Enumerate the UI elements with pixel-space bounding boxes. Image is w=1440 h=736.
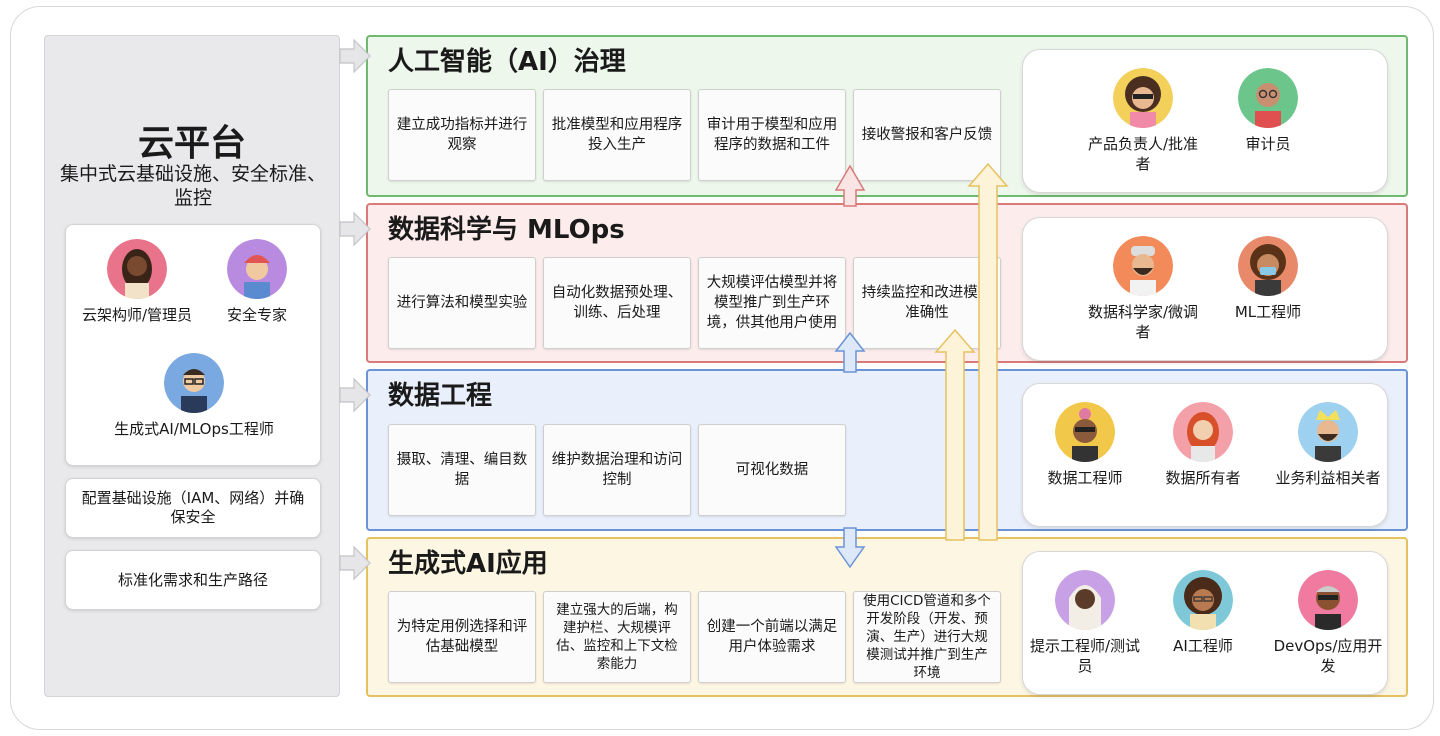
person-auditor: 审计员 [1213,68,1323,154]
woman-sunglasses-avatar-icon [1113,68,1173,128]
person-label: 安全专家 [226,306,287,324]
person-genai-engineer: 生成式AI/MLOps工程师 [74,353,314,439]
man-crown-avatar-icon [1298,402,1358,462]
person-data-owner: 数据所有者 [1147,402,1259,488]
person-label: 云架构师/管理员 [81,306,193,324]
person-business-stakeholder: 业务利益相关者 [1273,402,1383,488]
woman-curly-avatar-icon [1173,570,1233,630]
man-glasses-avatar-icon [164,353,224,413]
task-box: 建立成功指标并进行观察 [388,89,536,181]
task-box: 摄取、清理、编目数据 [388,424,536,516]
task-box: 使用CICD管道和多个开发阶段（开发、预演、生产）进行大规模测试并推广到生产环境 [853,591,1001,683]
layer-title: 数据科学与 MLOps [388,215,625,245]
person-label: 产品负责人/批准者 [1087,135,1199,173]
man-beard-avatar-icon [1113,236,1173,296]
woman-mask-avatar-icon [1238,236,1298,296]
task-box: 自动化数据预处理、训练、后处理 [543,257,691,349]
task-box: 建立强大的后端，构建护栏、大规模评估、监控和上下文检索能力 [543,591,691,683]
task-box: 接收警报和客户反馈 [853,89,1001,181]
woman-avatar-icon [107,239,167,299]
person-label: 审计员 [1245,135,1291,153]
man-bald-avatar-icon [1238,68,1298,128]
person-label: 数据所有者 [1165,469,1241,487]
man-sunglasses-avatar-icon [1298,570,1358,630]
cloud-platform-panel: 云平台 集中式云基础设施、安全标准、监控 云架构师/管理员 安全专家 生成式AI… [44,35,340,697]
person-label: DevOps/应用开发 [1273,637,1383,675]
task-box: 持续监控和改进模型准确性 [853,257,1001,349]
person-prompt-engineer: 提示工程师/测试员 [1029,570,1141,676]
cloud-people-card: 云架构师/管理员 安全专家 生成式AI/MLOps工程师 [65,224,321,466]
layer-genai-applications: 生成式AI应用 为特定用例选择和评估基础模型 建立强大的后端，构建护栏、大规模评… [366,537,1408,697]
person-label: 业务利益相关者 [1275,469,1381,487]
cloud-platform-title: 云平台 [137,123,246,164]
people-card: 数据工程师 数据所有者 业务利益相关者 [1022,383,1388,527]
person-security-expert: 安全专家 [202,239,312,325]
person-data-scientist: 数据科学家/微调者 [1083,236,1203,342]
layer-title: 数据工程 [388,381,493,411]
task-box: 为特定用例选择和评估基础模型 [388,591,536,683]
woman-sunglasses-avatar-icon [1055,402,1115,462]
person-data-engineer: 数据工程师 [1029,402,1141,488]
person-label: 提示工程师/测试员 [1029,637,1141,675]
woman-redhair-avatar-icon [1173,402,1233,462]
cloud-task-infrastructure: 配置基础设施（IAM、网络）并确保安全 [65,478,321,538]
person-product-owner: 产品负责人/批准者 [1083,68,1203,174]
task-box: 创建一个前端以满足用户体验需求 [698,591,846,683]
layer-ai-governance: 人工智能（AI）治理 建立成功指标并进行观察 批准模型和应用程序投入生产 审计用… [366,35,1408,197]
person-ml-engineer: ML工程师 [1213,236,1323,322]
person-label: AI工程师 [1173,637,1233,655]
cloud-task-standardize: 标准化需求和生产路径 [65,550,321,610]
person-ai-engineer: AI工程师 [1147,570,1259,656]
man-beanie-avatar-icon [227,239,287,299]
people-card: 产品负责人/批准者 审计员 [1022,49,1388,193]
task-box: 可视化数据 [698,424,846,516]
people-card: 数据科学家/微调者 ML工程师 [1022,217,1388,361]
task-box: 大规模评估模型并将模型推广到生产环境，供其他用户使用 [698,257,846,349]
person-label: 数据工程师 [1047,469,1123,487]
person-devops: DevOps/应用开发 [1273,570,1383,676]
task-box: 进行算法和模型实验 [388,257,536,349]
person-label: 数据科学家/微调者 [1087,303,1199,341]
task-box: 维护数据治理和访问控制 [543,424,691,516]
layer-data-science-mlops: 数据科学与 MLOps 进行算法和模型实验 自动化数据预处理、训练、后处理 大规… [366,203,1408,363]
cloud-platform-subtitle: 集中式云基础设施、安全标准、监控 [59,163,326,209]
person-label: ML工程师 [1234,303,1302,321]
woman-hijab-avatar-icon [1055,570,1115,630]
person-label: 生成式AI/MLOps工程师 [114,420,274,438]
layer-data-engineering: 数据工程 摄取、清理、编目数据 维护数据治理和访问控制 可视化数据 数据工程师 … [366,369,1408,531]
layer-title: 生成式AI应用 [388,549,548,579]
task-box: 审计用于模型和应用程序的数据和工件 [698,89,846,181]
person-cloud-architect: 云架构师/管理员 [72,239,202,325]
layer-title: 人工智能（AI）治理 [388,47,626,77]
task-box: 批准模型和应用程序投入生产 [543,89,691,181]
people-card: 提示工程师/测试员 AI工程师 DevOps/应用开发 [1022,551,1388,695]
